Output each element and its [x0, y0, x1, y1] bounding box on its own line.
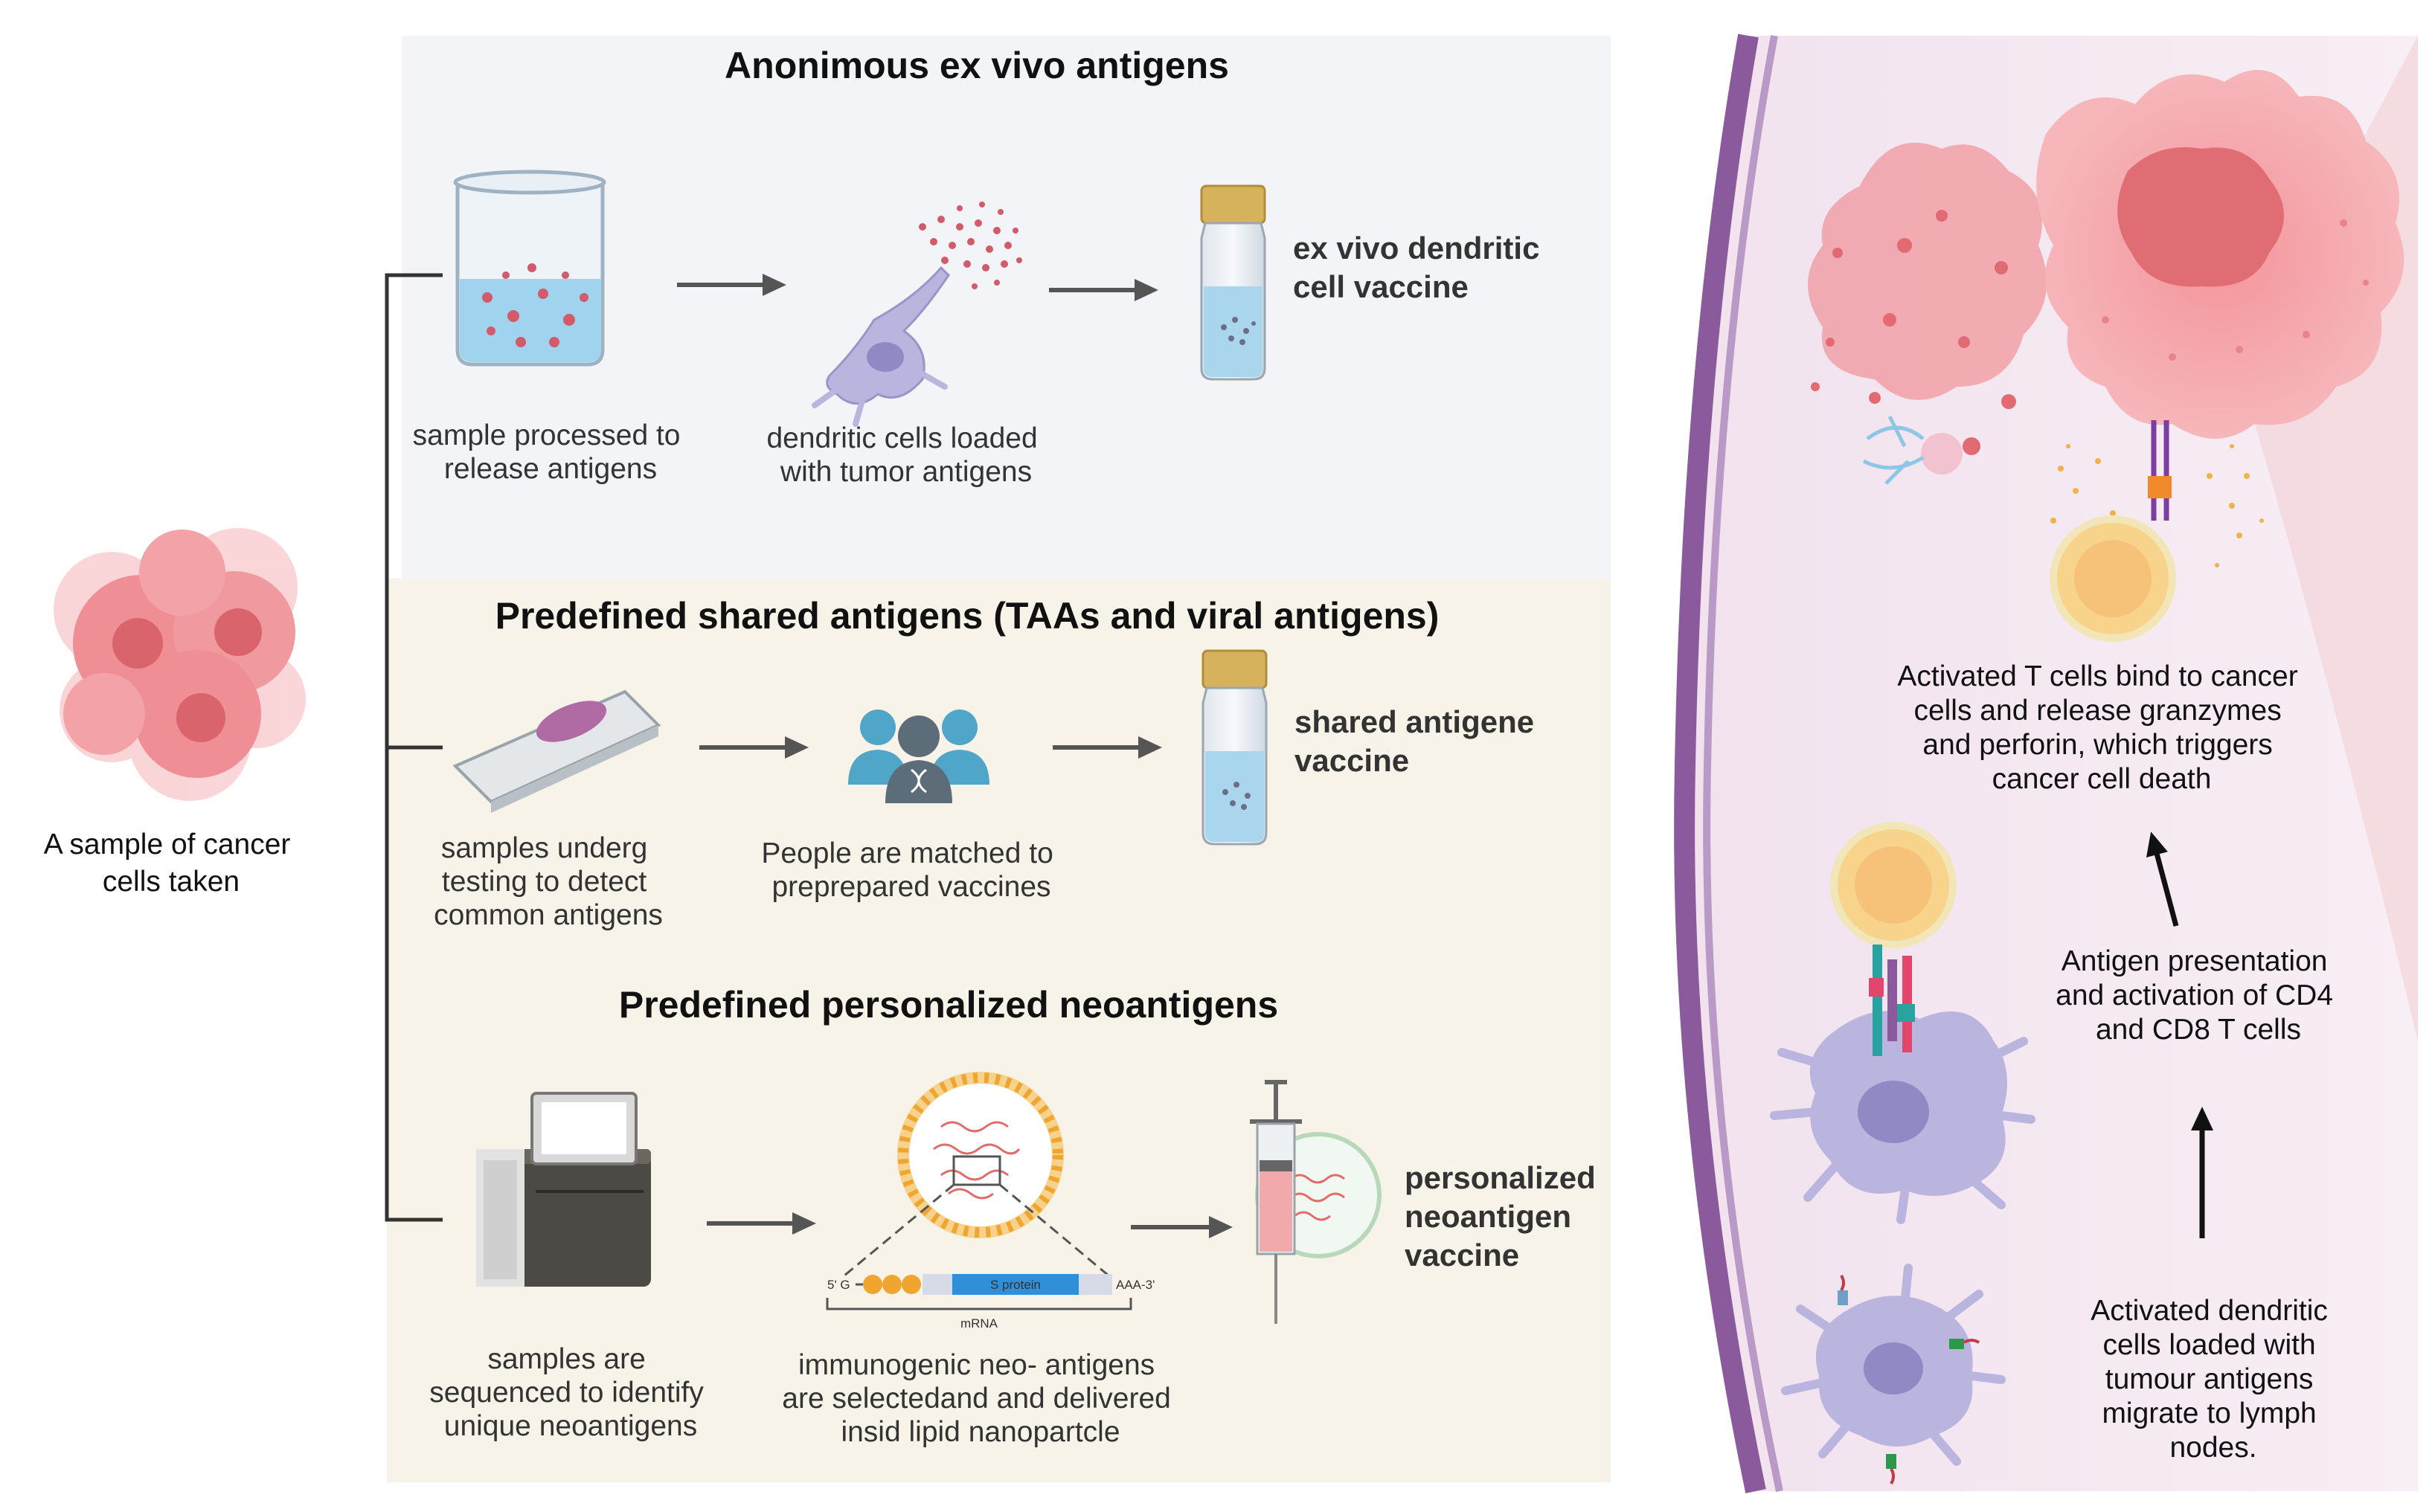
- panel-top-title: Anonimous ex vivo antigens: [725, 45, 1229, 86]
- microscope-slide-icon: [452, 689, 661, 813]
- mrna-construct-icon: 5' G S protein AAA-3' mRNA: [826, 1274, 1155, 1331]
- migration-label: Activated dendritic cells loaded with tu…: [2091, 1295, 2336, 1464]
- antigen-presenting-dendritic-cell-icon: [1770, 822, 2035, 1224]
- middle-step1-label: samples underg testing to detect common …: [434, 832, 663, 931]
- cancer-cell-dying-icon: [1808, 70, 2404, 455]
- immune-cell-small-icon: [1862, 415, 1963, 485]
- sequencer-machine-icon: [476, 1092, 651, 1287]
- people-group-icon: [848, 710, 989, 803]
- migrating-dendritic-cell-icon: [1781, 1264, 2006, 1485]
- svg-text:S protein: S protein: [990, 1278, 1041, 1292]
- vial-icon: [1201, 649, 1268, 846]
- bottom-vaccine-label: personalized neoantigen vaccine: [1405, 1160, 1604, 1273]
- presentation-label: Antigen presentation and activation of C…: [2056, 945, 2341, 1046]
- syringe-icon: [1250, 1080, 1382, 1324]
- vial-icon: [1200, 184, 1266, 381]
- bottom-step1-label: samples are sequenced to identify unique…: [429, 1343, 711, 1442]
- cytotoxic-t-cell-icon: [2050, 420, 2264, 642]
- top-vaccine-label: ex vivo dendritic cell vaccine: [1293, 231, 1548, 304]
- svg-text:AAA-3': AAA-3': [1116, 1278, 1155, 1292]
- sample-caption: A sample of cancer cells taken: [44, 829, 299, 898]
- svg-text:mRNA: mRNA: [960, 1316, 998, 1331]
- lipid-nanoparticle-icon: [844, 1072, 1109, 1277]
- beaker-icon: [453, 170, 606, 367]
- arrow-up: [2146, 831, 2179, 927]
- bottom-step2-label: immunogenic neo- antigens are selectedan…: [782, 1349, 1178, 1448]
- cancer-cell-cluster-icon: [54, 528, 306, 801]
- top-step2-label: dendritic cells loaded with tumor antige…: [766, 422, 1045, 488]
- bracket-connector: [385, 273, 443, 1222]
- middle-vaccine-label: shared antigene vaccine: [1294, 704, 1543, 778]
- panel-middle-title: Predefined shared antigens (TAAs and vir…: [495, 595, 1440, 637]
- middle-step2-label: People are matched to preprepared vaccin…: [761, 837, 1061, 903]
- dendritic-cell-icon: [812, 202, 1022, 427]
- top-step1-label: sample processed to release antigens: [413, 419, 689, 485]
- kill-label: Activated T cells bind to cancer cells a…: [1897, 660, 2306, 795]
- svg-text:5' G: 5' G: [827, 1278, 850, 1292]
- panel-bottom-title: Predefined personalized neoantigens: [619, 984, 1278, 1026]
